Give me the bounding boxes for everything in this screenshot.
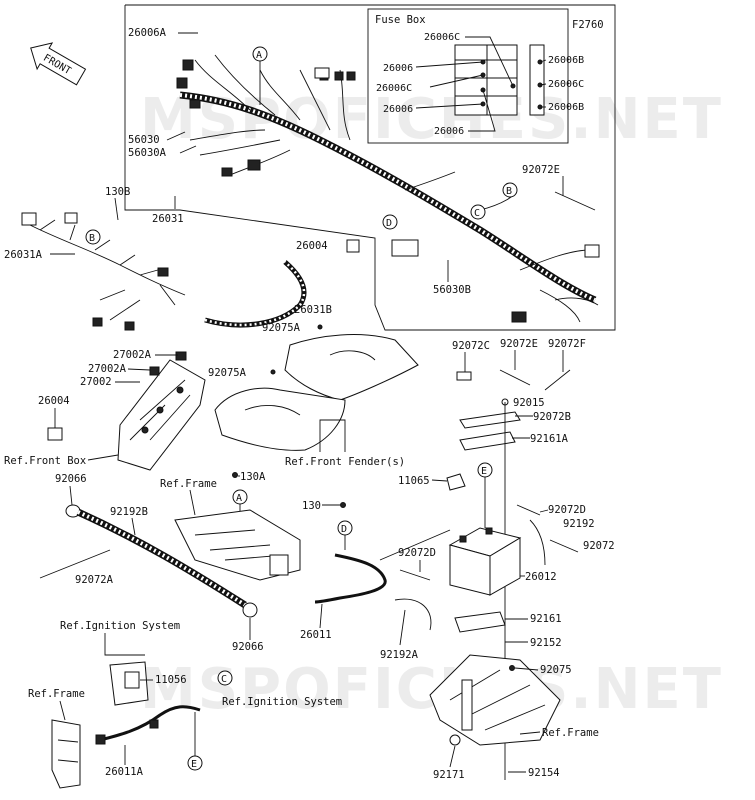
sub-harness-26031A: [21, 212, 186, 331]
diagram-code: F2760: [572, 19, 604, 31]
label-130: 130: [302, 500, 321, 512]
label-92072E-mid: 92072E: [500, 338, 538, 350]
label-27002A-a: 27002A: [113, 349, 152, 361]
label-130B: 130B: [105, 186, 130, 198]
callout-b-top: B: [502, 182, 518, 198]
fuse-label-1: 26006C: [424, 32, 460, 43]
label-26004-a: 26004: [296, 240, 328, 252]
label-92072D-b: 92072D: [398, 547, 436, 559]
label-92075A-a: 92075A: [262, 322, 301, 334]
label-26031B: 26031B: [294, 304, 332, 316]
frame-bracket: [174, 509, 301, 581]
label-92072C: 92072C: [452, 340, 490, 352]
label-11056: 11056: [155, 674, 187, 686]
harness-26031B: [204, 260, 307, 328]
svg-text:E: E: [481, 466, 487, 477]
label-56030B: 56030B: [433, 284, 471, 296]
label-92152: 92152: [530, 637, 562, 649]
fuse-label-7: 26006C: [548, 79, 584, 90]
label-26031: 26031: [152, 213, 184, 225]
conduit-92192B: [65, 504, 258, 618]
label-92015: 92015: [513, 397, 545, 409]
callout-e-battery: E: [477, 462, 493, 528]
front-fender: [214, 334, 419, 451]
label-27002: 27002: [80, 376, 112, 388]
watermark-bottom: MSPOFICHES.NET: [140, 657, 723, 722]
label-92075A-b: 92075A: [208, 367, 247, 379]
battery-26012: [448, 527, 522, 596]
cable-26011A: [95, 705, 201, 745]
label-27002A-b: 27002A: [88, 363, 127, 375]
label-26011A: 26011A: [105, 766, 144, 778]
ref-frame-b: Ref.Frame: [28, 688, 85, 700]
fuse-label-8: 26006B: [548, 102, 584, 113]
svg-text:C: C: [221, 674, 227, 685]
fuse-label-5: 26006: [434, 126, 464, 137]
label-92154: 92154: [528, 767, 560, 779]
callout-e-lower: E: [187, 712, 203, 771]
front-arrow: FRONT: [30, 42, 87, 86]
label-92192A: 92192A: [380, 649, 419, 661]
svg-text:B: B: [506, 186, 512, 197]
label-130A: 130A: [240, 471, 266, 483]
ref-ignition-b: Ref.Ignition System: [222, 696, 342, 708]
svg-text:D: D: [341, 524, 347, 535]
svg-text:C: C: [474, 208, 480, 219]
callout-c-top: C: [470, 204, 486, 220]
label-92171: 92171: [433, 769, 465, 781]
svg-text:A: A: [256, 50, 262, 61]
harness-frame: [124, 4, 616, 331]
fuse-label-6: 26006B: [548, 55, 584, 66]
fuse-box-panel: Fuse Box 26006C 26006 26006C 26006 26006…: [367, 8, 584, 144]
label-92072D-a: 92072D: [548, 504, 586, 516]
label-92072F: 92072F: [548, 338, 586, 350]
label-92161: 92161: [530, 613, 562, 625]
fuse-box-title: Fuse Box: [375, 14, 426, 26]
ref-frame-c: Ref.Frame: [542, 727, 599, 739]
label-92072E-top: 92072E: [522, 164, 560, 176]
label-92066-a: 92066: [55, 473, 87, 485]
callout-c-lower: C: [217, 670, 233, 686]
label-26012: 26012: [525, 571, 557, 583]
label-56030A: 56030A: [128, 147, 167, 159]
label-92075: 92075: [540, 664, 572, 676]
frame-bar: [51, 719, 81, 789]
ref-frame-a: Ref.Frame: [160, 478, 217, 490]
svg-text:A: A: [236, 493, 242, 504]
front-box-bracket: [47, 351, 206, 471]
label-92072B: 92072B: [533, 411, 571, 423]
callout-d-cable: D: [337, 520, 353, 550]
fuse-label-4: 26006: [383, 104, 413, 115]
label-92072A: 92072A: [75, 574, 114, 586]
label-26004-b: 26004: [38, 395, 70, 407]
watermark-top: MSPOFICHES.NET: [140, 87, 723, 152]
callout-a-top: A: [252, 46, 268, 105]
label-56030: 56030: [128, 134, 160, 146]
relay-bracket: [109, 661, 149, 706]
label-92192: 92192: [563, 518, 595, 530]
svg-text:D: D: [386, 218, 392, 229]
ref-front-box: Ref.Front Box: [4, 455, 86, 467]
ref-front-fender: Ref.Front Fender(s): [285, 456, 405, 468]
fuse-label-3: 26006C: [376, 83, 412, 94]
label-92072: 92072: [583, 540, 615, 552]
svg-text:B: B: [89, 233, 95, 244]
label-11065: 11065: [398, 475, 430, 487]
label-92192B: 92192B: [110, 506, 148, 518]
main-wiring-harness: [176, 54, 600, 323]
svg-text:E: E: [191, 759, 197, 770]
label-26011: 26011: [300, 629, 332, 641]
callout-b-left: B: [85, 229, 101, 245]
ref-ignition-a: Ref.Ignition System: [60, 620, 180, 632]
label-26031A: 26031A: [4, 249, 43, 261]
callout-d-top: D: [382, 214, 398, 230]
label-92066-b: 92066: [232, 641, 264, 653]
fuse-label-2: 26006: [383, 63, 413, 74]
battery-tray: [429, 654, 561, 746]
label-92161A: 92161A: [530, 433, 569, 445]
label-26006A: 26006A: [128, 27, 167, 39]
